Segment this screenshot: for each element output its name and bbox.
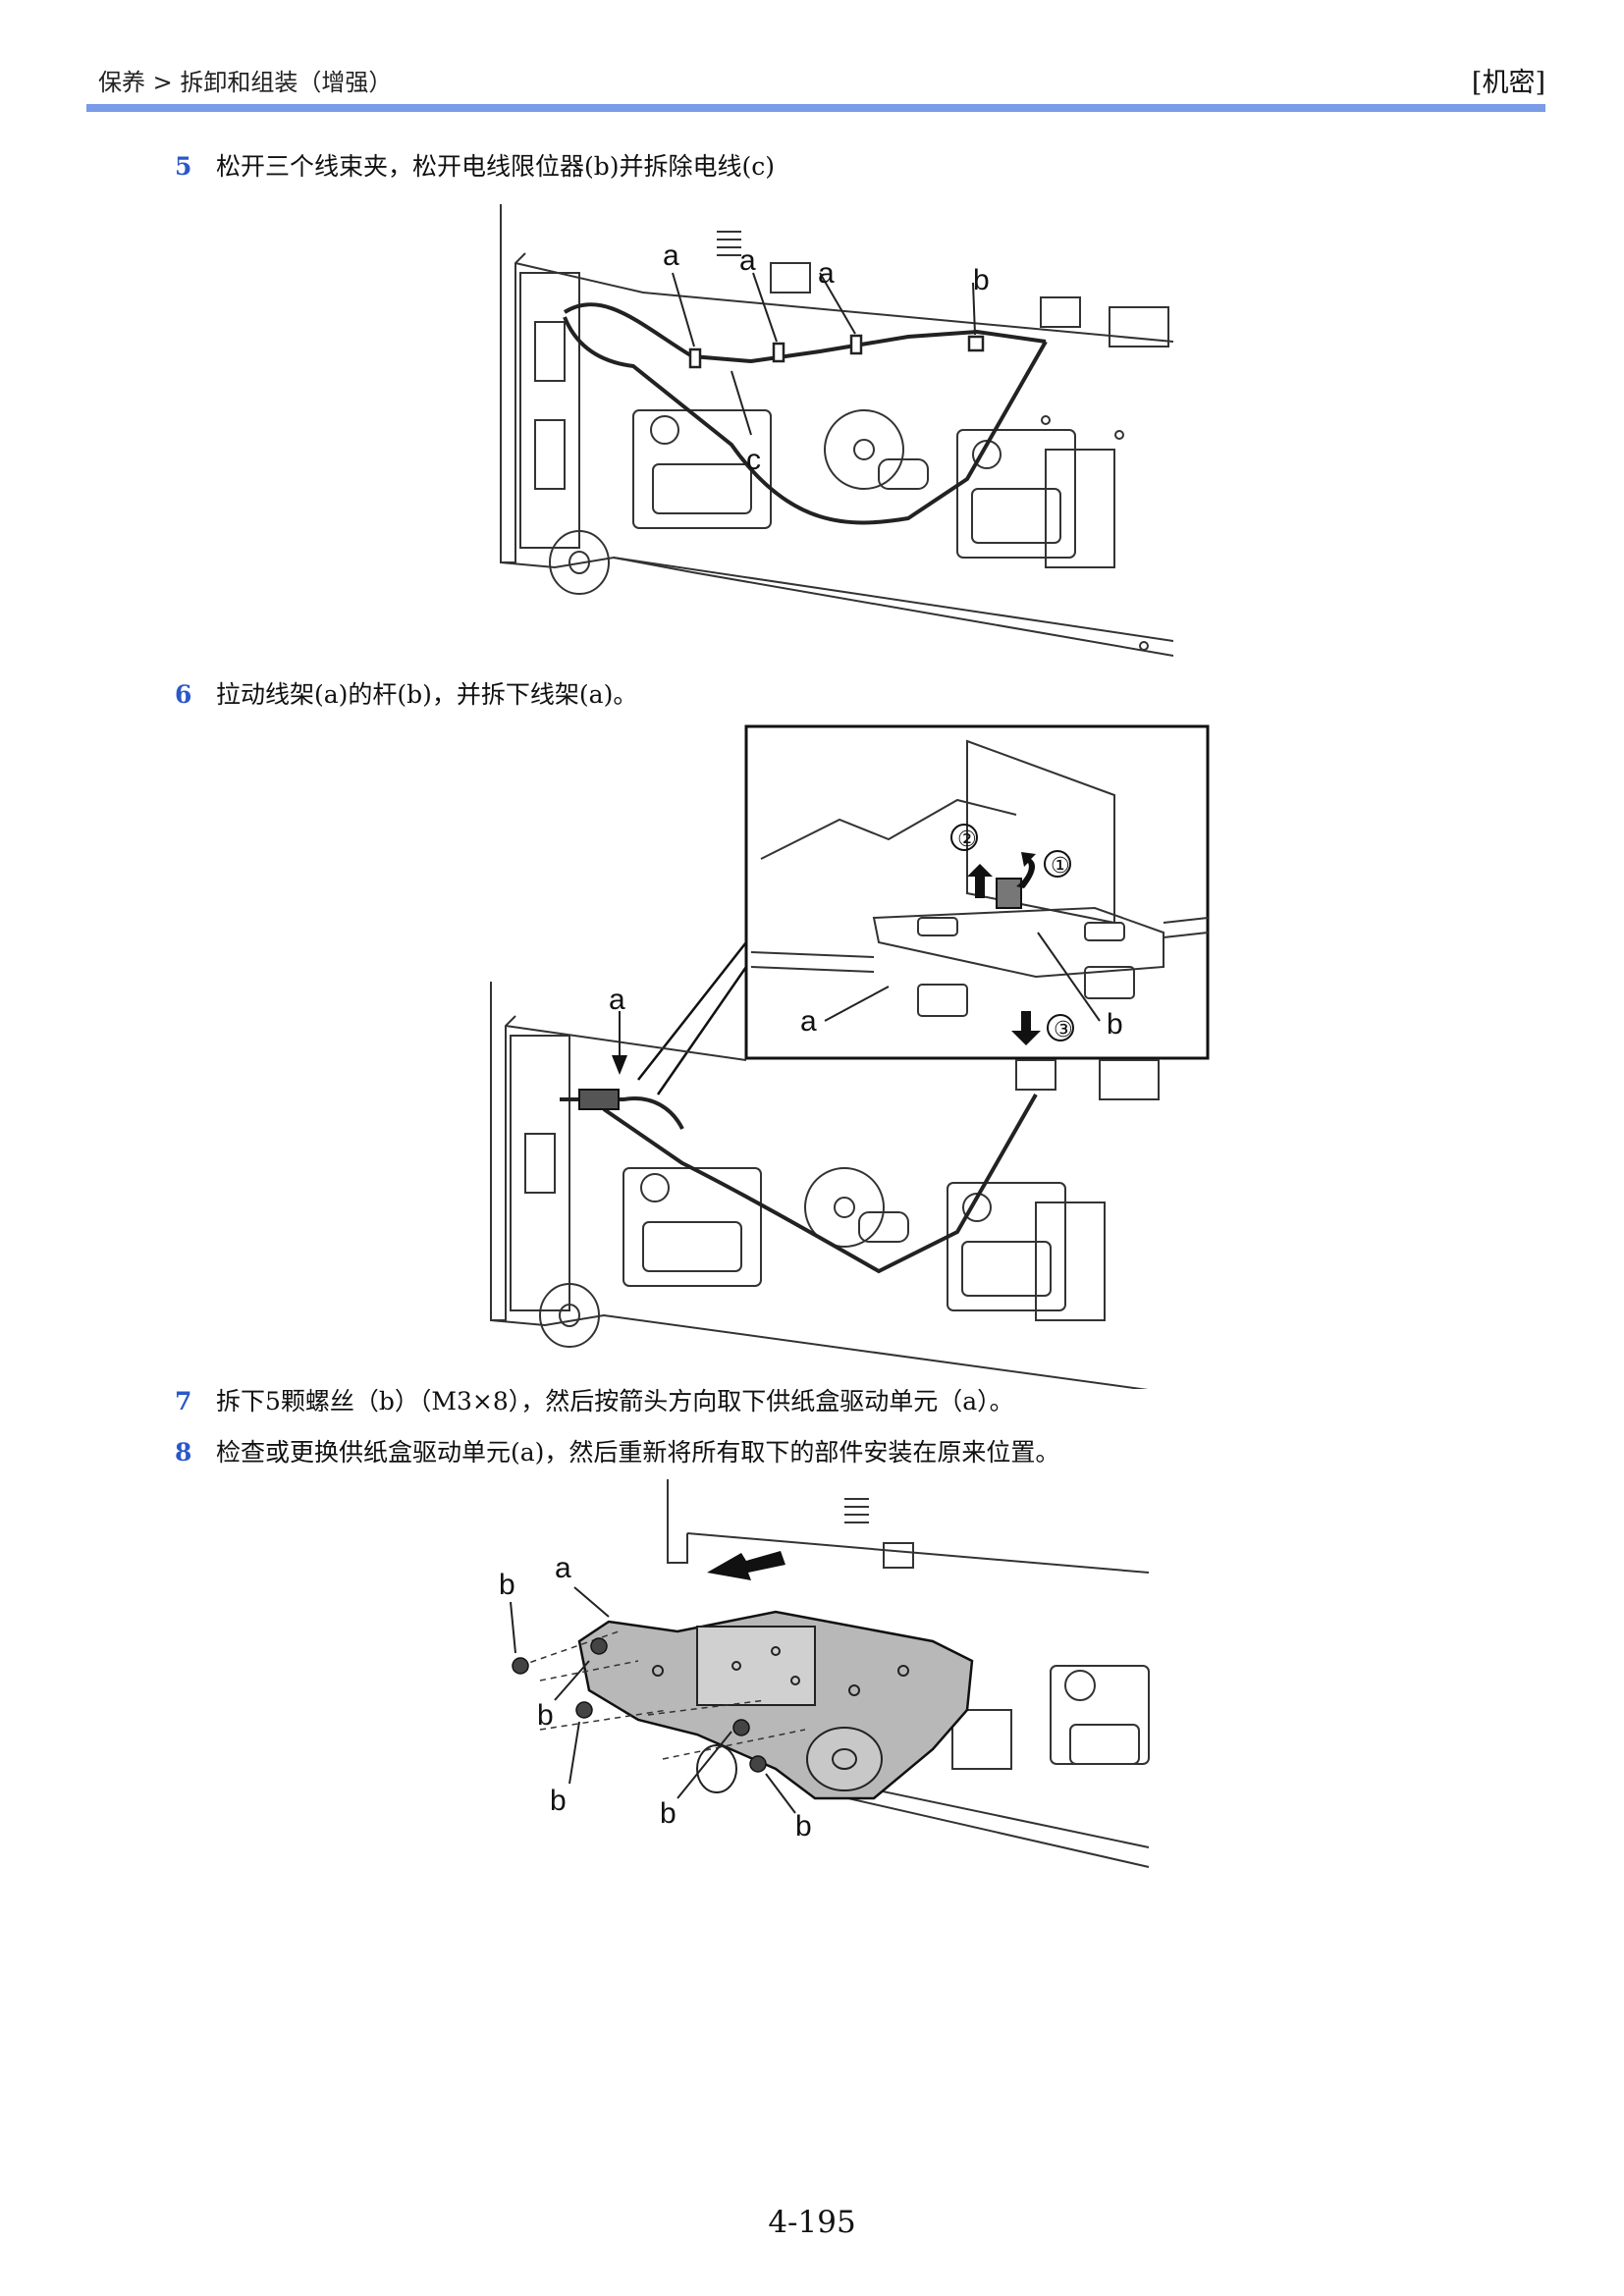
callout-a: a bbox=[739, 244, 756, 277]
confidential-mark: [机密] bbox=[1471, 68, 1545, 98]
step-number: 8 bbox=[175, 1438, 192, 1467]
step-marker-3: ③ bbox=[1054, 1018, 1073, 1042]
header-divider bbox=[86, 104, 1545, 112]
step-number: 7 bbox=[175, 1387, 192, 1415]
callout-b: b bbox=[660, 1797, 677, 1830]
callout-b: b bbox=[1107, 1008, 1123, 1041]
callout-b: b bbox=[973, 264, 990, 296]
callout-b: b bbox=[795, 1810, 812, 1842]
step-5: 5 松开三个线束夹，松开电线限位器(b)并拆除电线(c) bbox=[175, 147, 775, 183]
page-header: 保养 > 拆卸和组装（增强） [机密] bbox=[86, 51, 1545, 98]
figure-wire-holder: ② ① ③ a b bbox=[486, 721, 1213, 1389]
callout-c: c bbox=[746, 444, 761, 476]
step-text: 松开三个线束夹，松开电线限位器(b)并拆除电线(c) bbox=[216, 152, 776, 181]
step-8: 8 检查或更换供纸盒驱动单元(a)，然后重新将所有取下的部件安装在原来位置。 bbox=[175, 1433, 1059, 1468]
callout-a: a bbox=[800, 1005, 817, 1038]
step-number: 5 bbox=[175, 152, 192, 181]
step-6: 6 拉动线架(a)的杆(b)，并拆下线架(a)。 bbox=[175, 675, 637, 711]
callout-b: b bbox=[499, 1569, 515, 1601]
step-number: 6 bbox=[175, 680, 192, 709]
step-text: 拆下5颗螺丝（b）（M3×8），然后按箭头方向取下供纸盒驱动单元（a）。 bbox=[216, 1387, 1014, 1415]
figure-drive-unit: a b b b b b bbox=[481, 1474, 1168, 1946]
callout-a: a bbox=[555, 1552, 571, 1584]
callout-a: a bbox=[663, 240, 679, 272]
step-marker-1: ① bbox=[1051, 854, 1070, 879]
figure-harness-clamps: a a a b c bbox=[496, 194, 1173, 661]
step-text: 检查或更换供纸盒驱动单元(a)，然后重新将所有取下的部件安装在原来位置。 bbox=[216, 1438, 1060, 1467]
callout-b: b bbox=[537, 1699, 554, 1732]
step-7: 7 拆下5颗螺丝（b）（M3×8），然后按箭头方向取下供纸盒驱动单元（a）。 bbox=[175, 1382, 1014, 1417]
callout-a: a bbox=[609, 984, 625, 1016]
step-marker-2: ② bbox=[957, 828, 977, 852]
breadcrumb: 保养 > 拆卸和组装（增强） bbox=[98, 69, 393, 96]
step-text: 拉动线架(a)的杆(b)，并拆下线架(a)。 bbox=[216, 680, 638, 709]
page-number: 4-195 bbox=[768, 2205, 856, 2240]
callout-a: a bbox=[818, 257, 835, 290]
callout-b: b bbox=[550, 1785, 567, 1817]
